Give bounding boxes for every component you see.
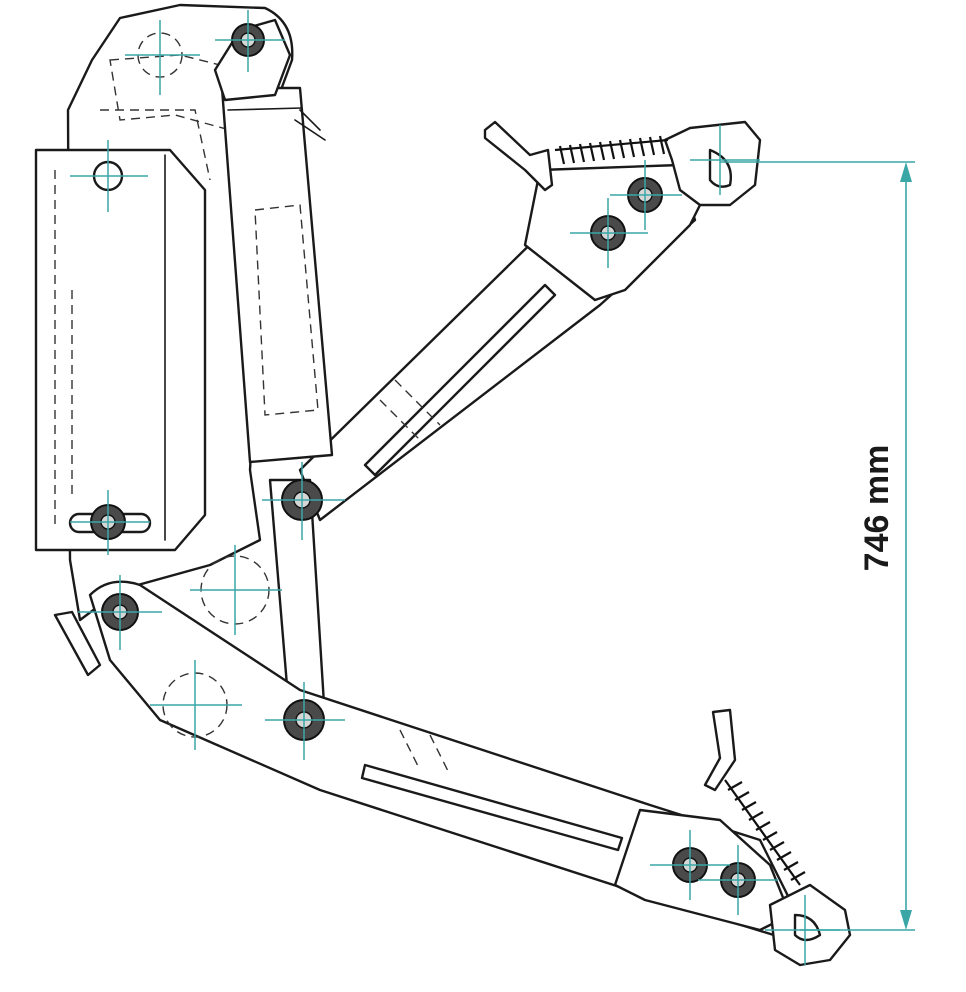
lower-arm [53, 580, 852, 967]
dimension-746: 746 mm [720, 161, 915, 931]
upper-arm [298, 120, 762, 522]
dim-arrow-top [900, 162, 912, 182]
dim-arrow-bottom [900, 910, 912, 930]
side-box [34, 148, 207, 552]
dimension-label: 746 mm [858, 445, 896, 572]
centerlines [70, 10, 840, 965]
